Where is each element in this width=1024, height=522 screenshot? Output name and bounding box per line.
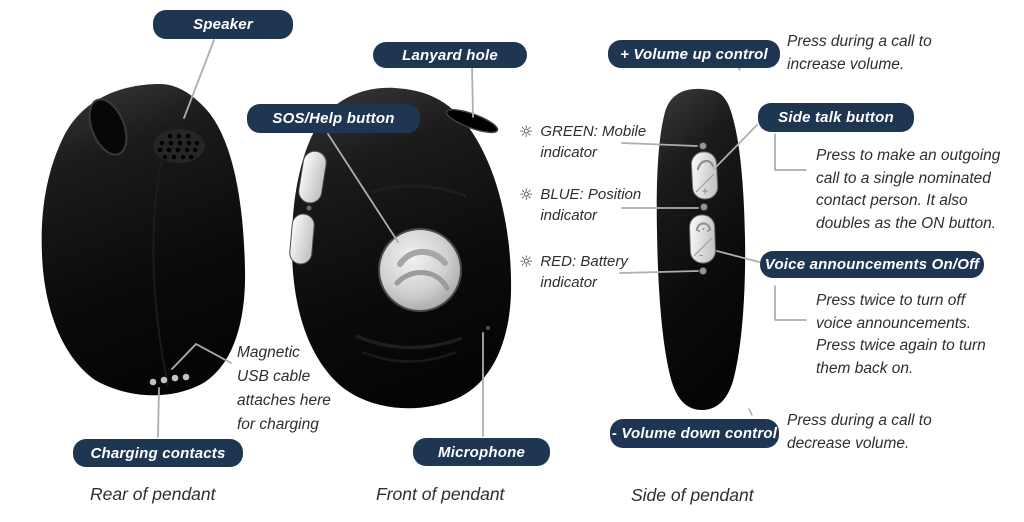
microphone-label: Microphone <box>413 438 550 466</box>
side-talk-line <box>713 124 758 170</box>
text-line: USB cable <box>237 368 311 385</box>
text-line: Press to make an outgoing <box>816 147 1001 164</box>
front-lanyard-slot <box>445 108 499 134</box>
sos-button <box>378 228 462 312</box>
text-line: voice announcements. <box>816 314 972 332</box>
text-line: decrease volume. <box>787 434 910 452</box>
led-mobile <box>698 141 708 151</box>
charging-line <box>157 387 160 438</box>
voice-volume-down-button: - <box>689 214 716 264</box>
text-line: them back on. <box>816 359 914 377</box>
charging-contacts-label: Charging contacts <box>73 439 243 467</box>
speaker-grille-icon <box>153 129 205 163</box>
text-line: call to a single nominated <box>816 169 991 187</box>
voice-line <box>716 250 760 263</box>
front-pendant <box>289 87 512 409</box>
volume-up-control-label: + Volume up control <box>608 40 780 68</box>
rear-caption: Rear of pendant <box>90 484 216 504</box>
side-pendant: + - <box>656 88 746 410</box>
text-line: Press during a call to <box>787 412 932 429</box>
volume-up-glyph: + <box>701 184 708 198</box>
text-line: indicator <box>540 143 598 161</box>
volume-down-glyph: - <box>699 247 703 262</box>
text-line: GREEN: Mobile <box>540 123 647 140</box>
volume-up-description: Press during a call to increase volume. <box>787 31 932 76</box>
sos-help-button-label: SOS/Help button <box>247 104 420 133</box>
side-talk-button-label: Side talk button <box>758 103 914 132</box>
led-indicator-dots <box>698 141 709 276</box>
voice-bracket <box>774 285 807 321</box>
sos-line <box>327 133 399 243</box>
red-battery-indicator: ☼ RED: Battery indicator <box>519 252 628 293</box>
led-position <box>699 202 709 212</box>
volume-down-control-label: - Volume down control <box>610 419 779 448</box>
text-line: Press during a call to <box>787 33 932 50</box>
text-line: indicator <box>540 273 598 291</box>
side-caption: Side of pendant <box>631 485 754 505</box>
led-battery <box>698 266 708 276</box>
text-line: indicator <box>540 206 598 224</box>
microphone-hole <box>485 325 491 331</box>
sun-icon: ☼ <box>519 122 534 141</box>
voice-announcements-description: Press twice to turn off voice announceme… <box>816 290 986 380</box>
side-talk-volume-up-button: + <box>690 151 719 200</box>
sun-icon: ☼ <box>519 252 534 271</box>
green-mobile-indicator: ☼ GREEN: Mobile indicator <box>519 122 646 163</box>
red-indicator-line <box>619 270 699 274</box>
speaker-label: Speaker <box>153 10 293 39</box>
lanyard-line <box>471 66 474 118</box>
text-line: attaches here <box>237 392 331 409</box>
rear-pendant <box>41 84 246 396</box>
text-line: doubles as the ON button. <box>816 214 997 232</box>
sun-icon: ☼ <box>519 185 534 204</box>
rear-lanyard-hole <box>88 98 128 156</box>
text-line: BLUE: Position <box>540 186 642 203</box>
blue-position-indicator: ☼ BLUE: Position indicator <box>519 185 641 226</box>
text-line: Magnetic <box>237 344 300 361</box>
front-side-button-upper <box>298 150 327 204</box>
text-line: Press twice again to turn <box>816 337 986 354</box>
side-talk-description: Press to make an outgoing call to a sing… <box>816 145 1000 235</box>
side-talk-bracket <box>774 133 807 171</box>
usb-charging-note: Magnetic USB cable attaches here for cha… <box>237 341 331 437</box>
voice-announcements-label: Voice announcements On/Off <box>760 251 984 278</box>
announcement-icon <box>696 222 711 231</box>
charging-contacts-dots <box>149 373 190 386</box>
text-line: Press twice to turn off <box>816 292 966 309</box>
front-caption: Front of pendant <box>376 484 505 504</box>
lanyard-hole-label: Lanyard hole <box>373 42 527 68</box>
front-side-button-lower <box>289 213 315 265</box>
text-line: RED: Battery <box>540 253 628 270</box>
green-indicator-line <box>621 142 698 147</box>
speaker-line <box>183 39 215 119</box>
text-line: for charging <box>237 416 319 433</box>
volume-down-description: Press during a call to decrease volume. <box>787 410 932 455</box>
phone-icon <box>696 159 715 171</box>
volume-down-tick <box>748 408 753 416</box>
usb-note-line <box>171 342 232 370</box>
text-line: increase volume. <box>787 55 905 73</box>
text-line: contact person. It also <box>816 192 968 209</box>
